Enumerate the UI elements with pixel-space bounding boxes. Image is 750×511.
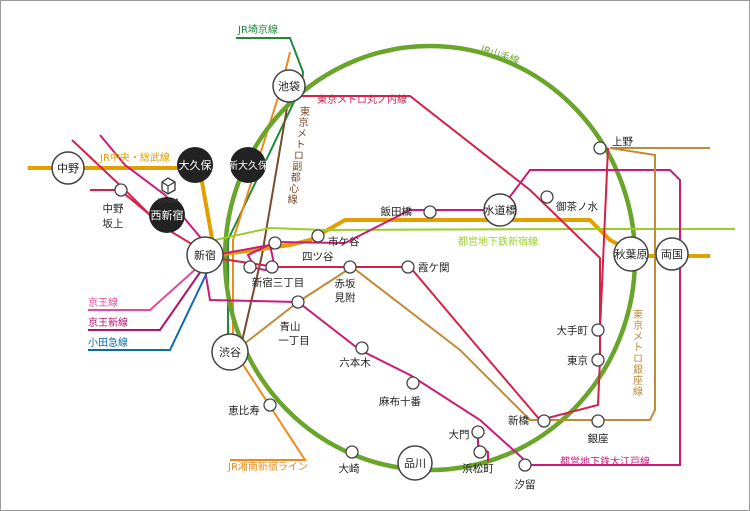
station-shin-okubo[interactable]: 新大久保: [228, 147, 268, 183]
label-ginza: 東京メトロ銀座線: [633, 308, 643, 398]
odakyu-line: [88, 261, 213, 351]
station-nakano-sakaue[interactable]: 中野 坂上: [103, 183, 128, 230]
station-tokyo[interactable]: 東京: [567, 353, 605, 367]
station-ebisu[interactable]: 恵比寿: [228, 398, 277, 417]
station-nakano-sakaue-label-2: 坂上: [103, 218, 124, 230]
station-daimon-label: 大門: [449, 428, 470, 441]
zoom-icon[interactable]: ZOOM: [158, 177, 179, 205]
station-otemachi-label: 大手町: [557, 324, 589, 337]
station-ichigaya-label: 市ケ谷: [328, 235, 360, 248]
marunouchi-line-west: [71, 139, 216, 259]
station-azabujuban[interactable]: 麻布十番: [379, 376, 421, 408]
station-aoyama-itchome[interactable]: 青山 一丁目: [278, 295, 310, 347]
station-ryogoku[interactable]: 両国: [655, 237, 689, 271]
zoom-label: ZOOM: [158, 198, 179, 205]
station-yotsuya-label: 四ツ谷: [302, 251, 334, 263]
station-ueno[interactable]: 上野: [593, 136, 633, 155]
label-chuo-sobu: JR中央・総武線: [99, 151, 170, 164]
station-ochanomizu[interactable]: 御茶ノ水: [540, 190, 598, 213]
station-shinjuku-label: 新宿: [194, 248, 216, 262]
station-kasumigaseki[interactable]: 霞ケ関: [401, 260, 450, 274]
station-azabujuban-label: 麻布十番: [379, 395, 421, 408]
station-osaki[interactable]: 大崎: [339, 445, 360, 475]
keio-new-line: [88, 257, 211, 331]
station-ginza-label: 銀座: [588, 432, 609, 445]
station-nakano[interactable]: 中野: [51, 151, 85, 185]
hibiya-connector: [599, 147, 609, 331]
station-daimon[interactable]: 大門: [449, 425, 485, 441]
label-marunouchi: 東京メトロ丸ノ内線: [317, 93, 407, 106]
station-shibuya-label: 渋谷: [219, 346, 241, 359]
label-keio: 京王線: [88, 296, 118, 309]
station-ikebukuro-label: 池袋: [278, 79, 300, 93]
keio-line: [88, 257, 209, 311]
oedo-line: [99, 134, 681, 466]
station-ebisu-label: 恵比寿: [228, 404, 260, 417]
label-keio-new: 京王新線: [88, 316, 128, 329]
station-shinjuku-sanchome-label: 新宿三丁目: [252, 276, 305, 289]
station-akasaka-label-2: 見附: [335, 291, 356, 304]
station-akihabara-label: 秋葉原: [615, 247, 648, 261]
station-shinjuku-sanchome[interactable]: 新宿三丁目: [243, 260, 305, 289]
station-ueno-label: 上野: [612, 136, 633, 148]
station-shin-okubo-label: 新大久保: [228, 159, 268, 172]
station-ichigaya[interactable]: 市ケ谷: [311, 229, 360, 248]
label-fukutoshin: 東京メトロ副都心線: [288, 105, 310, 206]
ginza-line: [229, 147, 656, 421]
station-suidobashi-label: 水道橋: [484, 203, 517, 217]
station-shibuya[interactable]: 渋谷: [211, 333, 249, 371]
station-ginza[interactable]: 銀座: [588, 414, 609, 445]
station-akasaka-mitsuke[interactable]: 赤坂 見附: [335, 260, 357, 304]
label-toei-shinjuku: 都営地下鉄新宿線: [458, 235, 538, 248]
station-ryogoku-label: 両国: [661, 248, 683, 261]
label-jr-saikyo: JR埼京線: [237, 23, 278, 36]
station-iidabashi[interactable]: 飯田橋: [381, 205, 437, 219]
station-akasaka-label-1: 赤坂: [335, 278, 356, 290]
station-roppongi[interactable]: 六本木: [339, 341, 371, 369]
station-tokyo-label: 東京: [567, 354, 588, 367]
label-odakyu: 小田急線: [88, 336, 128, 349]
station-ikebukuro[interactable]: 池袋: [272, 69, 306, 103]
label-shonan-shinjuku: JR湘南新宿ライン: [227, 460, 308, 473]
station-nakano-sakaue-label-1: 中野: [103, 202, 124, 215]
station-kasumigaseki-label: 霞ケ関: [418, 262, 450, 274]
station-hamamatsucho[interactable]: 浜松町: [462, 445, 494, 475]
label-oedo: 都営地下鉄大江戸線: [560, 455, 650, 468]
station-ochanomizu-label: 御茶ノ水: [556, 200, 598, 213]
station-shinjuku[interactable]: 新宿: [186, 236, 224, 274]
station-roppongi-label: 六本木: [339, 356, 371, 369]
station-nakano-label: 中野: [57, 162, 79, 175]
station-aoyama-label-1: 青山: [280, 320, 301, 333]
station-osaki-label: 大崎: [339, 462, 360, 475]
station-akihabara[interactable]: 秋葉原: [613, 236, 649, 272]
station-okubo-label: 大久保: [179, 158, 212, 172]
station-shiodome[interactable]: 汐留: [515, 458, 536, 491]
station-shiodome-label: 汐留: [515, 478, 536, 491]
station-otemachi[interactable]: 大手町: [557, 323, 605, 337]
toei-shinjuku-line: [214, 226, 735, 241]
station-hamamatsucho-label: 浜松町: [462, 462, 494, 475]
station-aoyama-label-2: 一丁目: [278, 335, 310, 347]
station-shinagawa-label: 品川: [404, 457, 426, 470]
station-nishi-shinjuku[interactable]: 西新宿: [149, 197, 185, 233]
station-shinbashi-label: 新橋: [508, 414, 529, 427]
station-yotsuya[interactable]: 四ツ谷: [268, 236, 334, 263]
station-iidabashi-label: 飯田橋: [381, 205, 413, 218]
station-okubo[interactable]: 大久保: [177, 147, 213, 183]
station-shinagawa[interactable]: 品川: [397, 445, 433, 481]
station-suidobashi[interactable]: 水道橋: [483, 193, 517, 227]
station-nishi-shinjuku-label: 西新宿: [151, 208, 184, 222]
station-shinbashi[interactable]: 新橋: [508, 414, 551, 428]
fukutoshin-line: [239, 89, 291, 351]
